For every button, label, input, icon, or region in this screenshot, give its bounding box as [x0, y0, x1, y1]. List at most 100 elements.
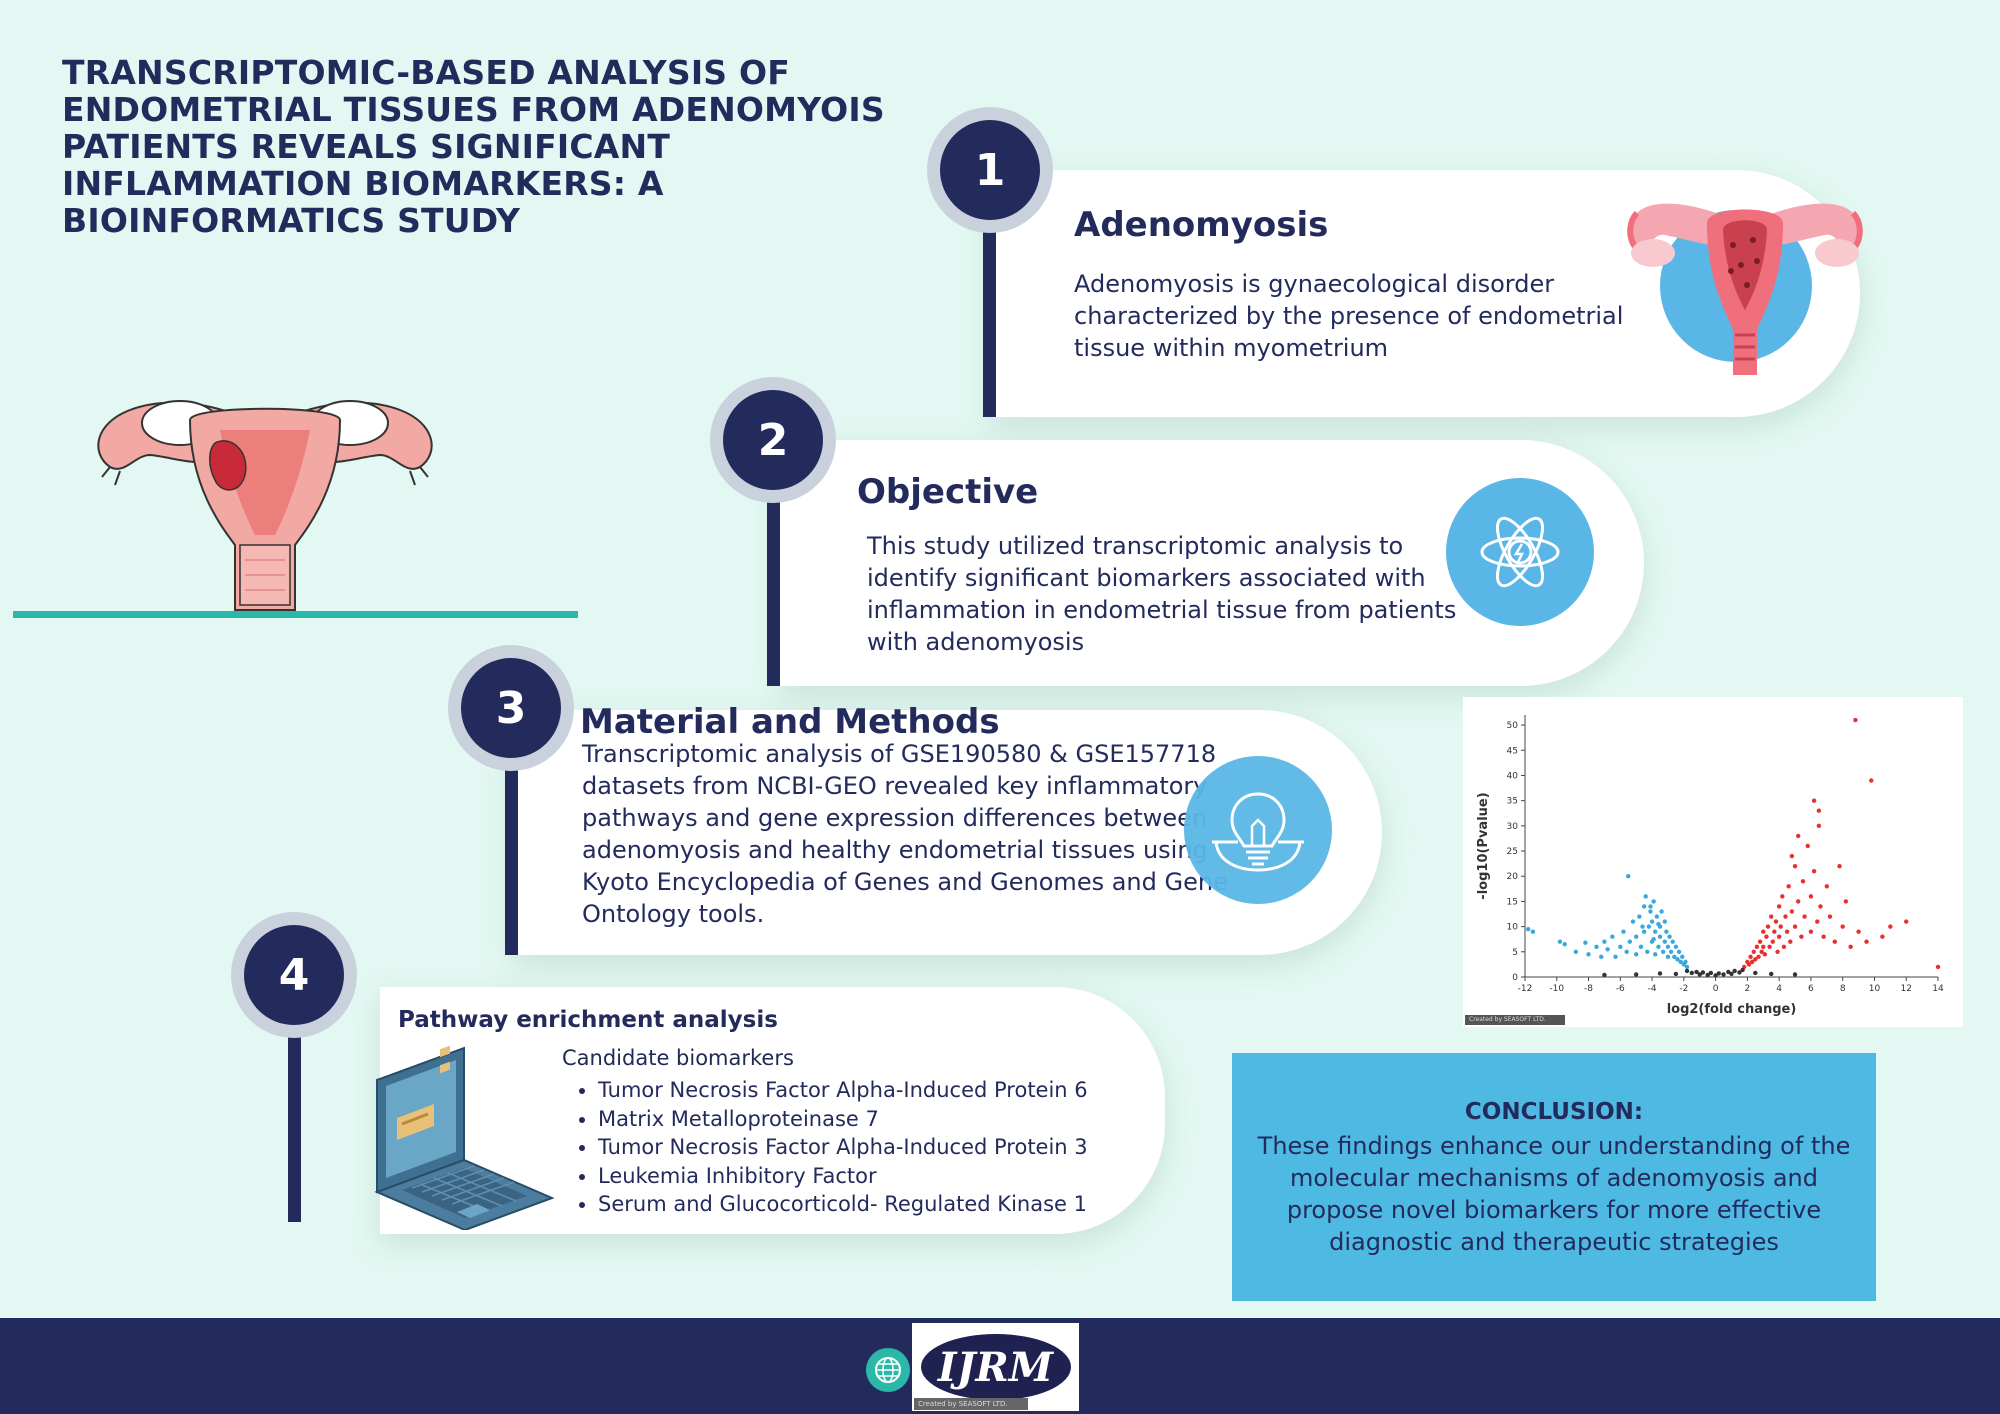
data-point [1764, 934, 1769, 939]
step-4-stem [288, 1015, 301, 1222]
data-point [1713, 973, 1718, 978]
data-point [1660, 949, 1666, 955]
journal-name: IJRM [937, 1343, 1054, 1391]
step-4-icon [372, 1040, 557, 1232]
data-point [1716, 971, 1721, 976]
data-point [1824, 884, 1830, 889]
data-point [1594, 944, 1599, 949]
biomarker-subheading: Candidate biomarkers [562, 1046, 794, 1070]
data-point [1689, 970, 1694, 976]
step-4-badge: 4 [231, 912, 357, 1038]
data-point [1621, 929, 1626, 934]
data-point [1648, 909, 1653, 914]
data-point [1651, 937, 1656, 942]
data-point [1618, 944, 1623, 949]
y-tick-label: 45 [1507, 746, 1518, 756]
data-point [1562, 942, 1567, 947]
plot-credit: Created by SEASOFT LTD. [1465, 1015, 1565, 1025]
data-point [1805, 843, 1810, 849]
data-point [1648, 904, 1653, 909]
data-point [1680, 954, 1685, 960]
baseline [13, 611, 578, 618]
x-tick-label: -6 [1616, 984, 1625, 994]
data-point [1856, 929, 1861, 934]
step-3-text: Transcriptomic analysis of GSE190580 & G… [582, 740, 1228, 928]
data-point [1641, 904, 1647, 909]
data-point [1800, 879, 1806, 884]
footer-credit: Created by SEASOFT LTD. [914, 1398, 1028, 1410]
x-axis-label: log2(fold change) [1667, 1002, 1797, 1017]
x-tick-label: 8 [1840, 984, 1846, 994]
data-point [1756, 954, 1761, 960]
conclusion-heading: CONCLUSION: [1464, 1099, 1644, 1125]
globe-icon [875, 1357, 901, 1383]
footer-globe-icon [866, 1348, 910, 1392]
step-2-stem [767, 470, 780, 686]
step-3-stem [505, 740, 518, 955]
step-1-stem [983, 200, 996, 417]
data-point [1837, 863, 1842, 869]
data-point [1780, 894, 1785, 899]
data-point [1808, 894, 1814, 899]
y-tick-label: 20 [1507, 872, 1519, 882]
data-point [1637, 914, 1642, 919]
x-tick-label: 12 [1901, 984, 1912, 994]
page-title: TRANSCRIPTOMIC-BASED ANALYSIS OF ENDOMET… [62, 53, 885, 240]
data-point [1653, 952, 1658, 957]
data-point [1792, 863, 1798, 869]
data-point [1840, 924, 1845, 929]
data-point [1605, 947, 1610, 952]
y-tick-label: 5 [1512, 948, 1518, 958]
data-point [1633, 952, 1639, 957]
data-point [1753, 957, 1758, 962]
step-3-number: 3 [461, 658, 561, 758]
data-point [1664, 929, 1669, 934]
biomarker-item: Tumor Necrosis Factor Alpha-Induced Prot… [598, 1133, 1162, 1162]
data-point [1808, 929, 1814, 934]
data-point [1624, 949, 1629, 955]
data-point [1749, 959, 1755, 965]
data-point [1573, 949, 1579, 955]
biomarker-item: Tumor Necrosis Factor Alpha-Induced Prot… [598, 1076, 1162, 1105]
data-point [1769, 971, 1774, 977]
data-point [1653, 929, 1658, 934]
y-tick-label: 30 [1507, 822, 1519, 832]
data-point [1811, 798, 1817, 803]
biomarker-item: Serum and Glucocorticold- Regulated Kina… [598, 1190, 1162, 1219]
data-point [1675, 957, 1680, 962]
data-point [1643, 894, 1648, 899]
data-point [1753, 970, 1758, 976]
step-1-badge: 1 [927, 107, 1053, 233]
step-2-icon [1476, 508, 1564, 596]
biomarker-item: Matrix Metalloproteinase 7 [598, 1105, 1162, 1134]
data-point [1853, 717, 1858, 723]
data-point [1773, 919, 1779, 924]
data-point [1767, 944, 1772, 949]
uterus-icon [1627, 203, 1863, 375]
data-point [1880, 934, 1885, 939]
data-point [1796, 899, 1801, 904]
data-point [1676, 949, 1682, 955]
data-point [1757, 939, 1763, 944]
data-point [1659, 909, 1664, 914]
y-tick-label: 0 [1512, 973, 1518, 983]
data-point [1654, 914, 1660, 919]
data-point [1754, 944, 1760, 949]
data-point [1662, 939, 1667, 944]
data-point [1657, 971, 1663, 976]
data-point [1848, 944, 1853, 949]
data-point [1657, 934, 1663, 939]
data-point [1732, 968, 1737, 974]
data-point [1721, 972, 1726, 977]
x-tick-label: -10 [1549, 984, 1564, 994]
data-point [1864, 939, 1869, 944]
data-point [1705, 972, 1710, 978]
data-point [1626, 874, 1631, 879]
uterus-adenomyosis-icon [97, 400, 433, 611]
data-point [1775, 949, 1780, 955]
biomarker-list-section: Candidate biomarkers Tumor Necrosis Fact… [562, 1044, 1162, 1219]
data-point [1802, 914, 1807, 919]
biomarker-list: Tumor Necrosis Factor Alpha-Induced Prot… [562, 1076, 1162, 1219]
y-tick-label: 25 [1507, 847, 1518, 857]
data-point [1746, 962, 1752, 967]
